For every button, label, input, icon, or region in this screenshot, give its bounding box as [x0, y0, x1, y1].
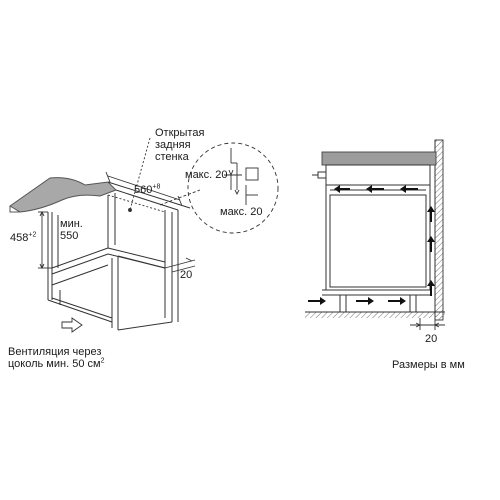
niche-height-label: 458+2	[10, 231, 37, 244]
cabinet-niche-drawing	[9, 177, 191, 331]
airflow-arrows	[308, 185, 435, 305]
side-section-drawing	[305, 139, 445, 330]
ventilation-arrow	[61, 317, 83, 333]
countertop	[9, 177, 117, 213]
section-countertop	[321, 151, 437, 166]
wall-gap-dimension	[410, 318, 445, 330]
depth-dimension-line	[107, 194, 166, 213]
detail-max-top-label: макс. 20	[185, 169, 228, 181]
side-gap-dimension	[164, 257, 196, 273]
wall-gap-label: 20	[425, 333, 438, 345]
open-back-wall-label: Открытая задняя стенка	[155, 127, 205, 163]
height-dimension-line	[38, 210, 52, 270]
detail-callout-circle	[159, 142, 279, 234]
niche-depth-label: мин. 550	[60, 218, 83, 242]
detail-max-side-label: макс. 20	[220, 206, 263, 218]
side-gap-label: 20	[180, 269, 193, 281]
open-back-wall-leader	[128, 137, 151, 212]
niche-width-label: 560+8	[134, 183, 161, 196]
wall	[434, 139, 444, 321]
floor	[305, 312, 445, 318]
units-note: Размеры в мм	[392, 359, 465, 371]
ventilation-label: Вентиляция через цоколь мин. 50 см2	[8, 346, 105, 370]
